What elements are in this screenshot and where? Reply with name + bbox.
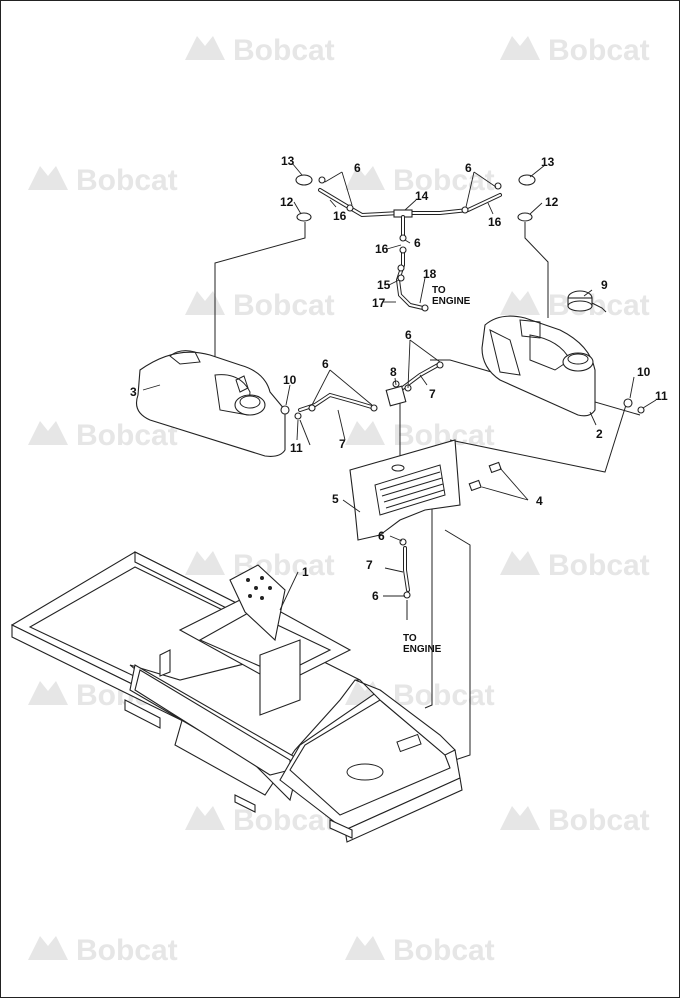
callout-12-left: 12 bbox=[280, 195, 294, 209]
leader-lines bbox=[142, 162, 657, 611]
tank-cap-right-13 bbox=[518, 174, 536, 186]
callout-1: 1 bbox=[302, 565, 309, 579]
bobcat-logo-icon bbox=[500, 36, 540, 60]
callout-14: 14 bbox=[415, 189, 429, 203]
bobcat-logo-icon bbox=[185, 551, 225, 575]
bobcat-logo-icon bbox=[28, 681, 68, 705]
callout-12-right: 12 bbox=[545, 195, 559, 209]
watermark-7: Bobcat bbox=[28, 419, 178, 452]
callout-3: 3 bbox=[130, 385, 137, 399]
to-engine-lower-line-1: TO bbox=[403, 633, 417, 644]
watermark-3: Bobcat bbox=[28, 164, 178, 197]
grommet-left-11 bbox=[294, 412, 302, 420]
watermark-15: Bobcat bbox=[28, 934, 178, 967]
bobcat-logo-icon bbox=[500, 291, 540, 315]
svg-text:Bobcat: Bobcat bbox=[233, 34, 335, 67]
tank-cap-left-13 bbox=[295, 174, 313, 186]
callout-11-right: 11 bbox=[655, 389, 668, 403]
watermark-10: Bobcat bbox=[500, 549, 650, 582]
right-fuel-tank-part-2 bbox=[481, 315, 596, 417]
svg-text:Bobcat: Bobcat bbox=[76, 164, 178, 197]
svg-text:Bobcat: Bobcat bbox=[393, 164, 495, 197]
callout-18: 18 bbox=[423, 267, 437, 281]
callout-7-right: 7 bbox=[429, 387, 436, 401]
callout-4: 4 bbox=[536, 494, 543, 508]
bobcat-logo-icon bbox=[185, 291, 225, 315]
watermark-2: Bobcat bbox=[500, 34, 650, 67]
callout-10-left: 10 bbox=[283, 373, 297, 387]
svg-text:Bobcat: Bobcat bbox=[548, 34, 650, 67]
callout-labels: 1 2 3 4 5 6 6 6 6 6 6 6 7 7 7 8 9 10 10 … bbox=[130, 154, 668, 603]
left-fuel-tank-part-3 bbox=[135, 350, 286, 457]
watermark-16: Bobcat bbox=[345, 934, 495, 967]
bolts-part-4 bbox=[468, 461, 502, 492]
watermark-8: Bobcat bbox=[345, 419, 495, 452]
svg-text:Bobcat: Bobcat bbox=[393, 679, 495, 712]
watermark-layer: Bobcat Bobcat Bobcat Bobcat Bobcat Bobca… bbox=[28, 34, 650, 967]
svg-text:Bobcat: Bobcat bbox=[76, 419, 178, 452]
callout-6-left-line: 6 bbox=[322, 357, 329, 371]
callout-6-valve: 6 bbox=[405, 328, 412, 342]
grommet-left-12 bbox=[296, 212, 312, 222]
callout-2: 2 bbox=[596, 427, 603, 441]
bobcat-logo-icon bbox=[345, 936, 385, 960]
callout-16-left: 16 bbox=[333, 209, 347, 223]
callout-17: 17 bbox=[372, 296, 386, 310]
svg-text:Bobcat: Bobcat bbox=[233, 289, 335, 322]
watermark-14: Bobcat bbox=[500, 804, 650, 837]
callout-16-right: 16 bbox=[488, 215, 502, 229]
callout-13-right: 13 bbox=[541, 155, 555, 169]
to-engine-upper-line-2: ENGINE bbox=[432, 296, 471, 307]
callout-6-upper-left: 6 bbox=[354, 161, 361, 175]
svg-text:Bobcat: Bobcat bbox=[76, 934, 178, 967]
bobcat-logo-icon bbox=[28, 936, 68, 960]
callout-16-tee: 16 bbox=[375, 242, 389, 256]
callout-6-upper-right: 6 bbox=[465, 161, 472, 175]
main-frame-part-1 bbox=[10, 551, 463, 843]
watermark-4: Bobcat bbox=[345, 164, 495, 197]
fitting-left-10 bbox=[280, 405, 290, 415]
bobcat-logo-icon bbox=[345, 166, 385, 190]
svg-text:Bobcat: Bobcat bbox=[393, 934, 495, 967]
callout-9: 9 bbox=[601, 278, 608, 292]
svg-text:Bobcat: Bobcat bbox=[548, 804, 650, 837]
svg-text:Bobcat: Bobcat bbox=[548, 549, 650, 582]
bobcat-logo-icon bbox=[185, 806, 225, 830]
callout-13-left: 13 bbox=[281, 154, 295, 168]
callout-15: 15 bbox=[377, 278, 391, 292]
watermark-13: Bobcat bbox=[185, 804, 335, 837]
hose-clamps-part-6 bbox=[308, 176, 502, 599]
heat-shield-part-5 bbox=[349, 439, 461, 541]
to-engine-notes: TO ENGINE TO ENGINE bbox=[403, 285, 471, 655]
grommet-right-11 bbox=[637, 406, 645, 414]
callout-6-lower-bottom: 6 bbox=[372, 589, 379, 603]
watermark-5: Bobcat bbox=[185, 289, 335, 322]
callout-5: 5 bbox=[332, 492, 339, 506]
bobcat-logo-icon bbox=[500, 551, 540, 575]
grommet-right-12 bbox=[517, 212, 533, 222]
callout-7-left: 7 bbox=[339, 437, 346, 451]
fitting-right-10 bbox=[623, 398, 633, 408]
watermark-12: Bobcat bbox=[345, 679, 495, 712]
bobcat-logo-icon bbox=[185, 36, 225, 60]
shutoff-valve-part-8 bbox=[385, 380, 407, 407]
to-engine-lower-line-2: ENGINE bbox=[403, 644, 442, 655]
callout-10-right: 10 bbox=[637, 365, 651, 379]
watermark-6: Bobcat bbox=[500, 289, 650, 322]
callout-6-lower-top: 6 bbox=[378, 529, 385, 543]
svg-text:Bobcat: Bobcat bbox=[548, 289, 650, 322]
watermark-1: Bobcat bbox=[185, 34, 335, 67]
bobcat-logo-icon bbox=[28, 166, 68, 190]
bobcat-logo-icon bbox=[345, 421, 385, 445]
bobcat-logo-icon bbox=[28, 421, 68, 445]
callout-7-lower: 7 bbox=[366, 558, 373, 572]
to-engine-upper-line-1: TO bbox=[432, 285, 446, 296]
bobcat-logo-icon bbox=[500, 806, 540, 830]
standpipe-assemblies bbox=[280, 174, 645, 420]
callout-11-left: 11 bbox=[290, 441, 303, 455]
callout-6-tee: 6 bbox=[414, 236, 421, 250]
callout-8: 8 bbox=[390, 365, 397, 379]
